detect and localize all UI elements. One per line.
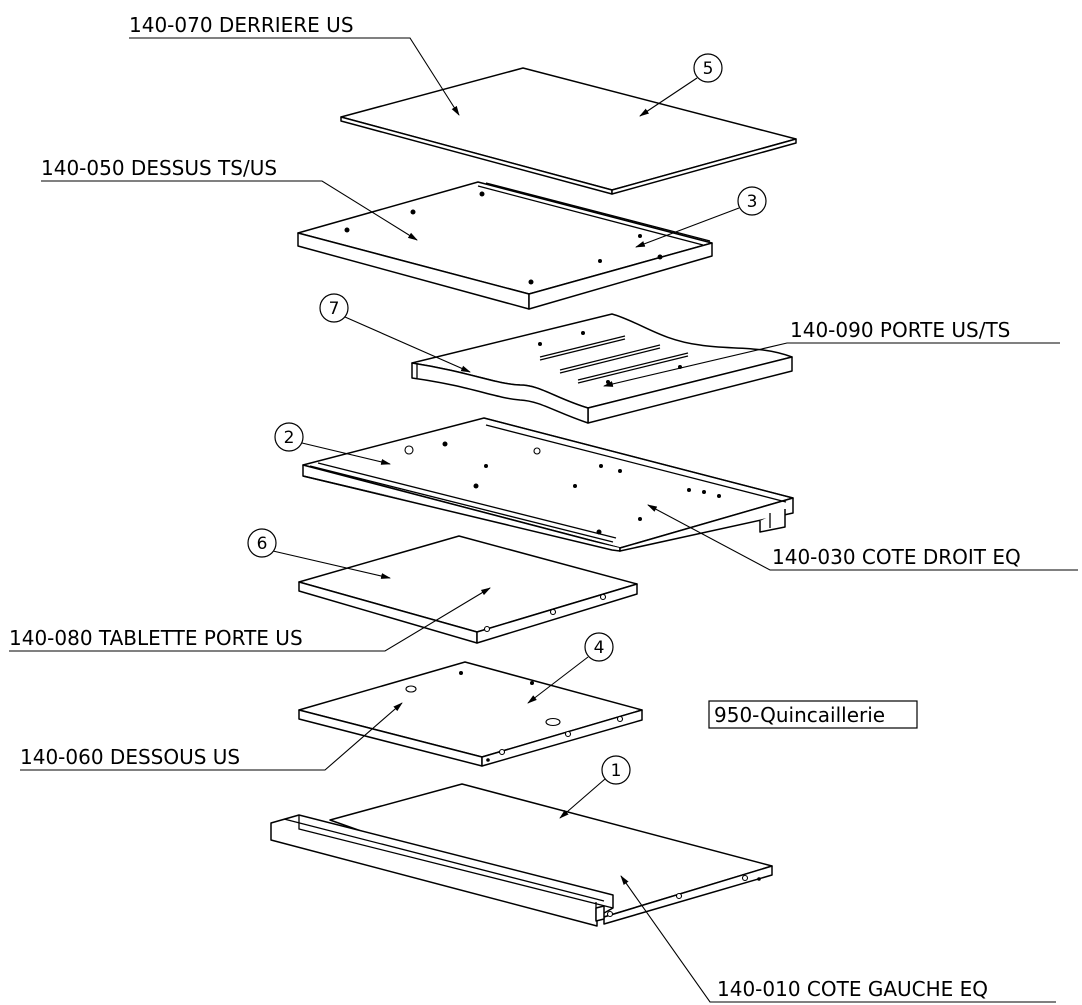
balloon-2-number: 2 [284,428,295,448]
balloon-1-number: 1 [611,761,622,781]
hardware-box: 950-Quincaillerie [708,700,918,729]
part-1-left-side [270,783,773,927]
part-6-door-shelf [298,535,638,644]
part-3-top-panel [297,181,713,310]
part-5-back-panel [340,67,797,195]
balloon-5-number: 5 [703,59,714,79]
balloon-4: 4 [527,632,614,704]
label-140-050: 140-050 DESSUS TS/US [41,156,418,241]
label-text-140-090: 140-090 PORTE US/TS [790,318,1010,342]
balloon-7-number: 7 [329,299,340,319]
balloon-6: 6 [247,528,391,579]
part-7-door-panel [411,313,793,424]
part-2-right-side [302,417,794,552]
balloon-2: 2 [274,422,391,465]
label-140-010: 140-010 COTE GAUCHE EQ [620,875,1056,1003]
label-140-080: 140-080 TABLETTE PORTE US [9,587,491,652]
label-text-140-030: 140-030 COTE DROIT EQ [772,545,1021,569]
label-140-060: 140-060 DESSOUS US [20,702,403,771]
label-text-140-080: 140-080 TABLETTE PORTE US [9,626,303,650]
label-140-090: 140-090 PORTE US/TS [603,318,1060,387]
balloon-3-number: 3 [747,192,758,212]
balloon-4-number: 4 [594,638,605,658]
label-140-070: 140-070 DERRIERE US [129,13,460,116]
label-text-140-050: 140-050 DESSUS TS/US [41,156,277,180]
label-text-140-010: 140-010 COTE GAUCHE EQ [717,977,988,1001]
label-text-140-060: 140-060 DESSOUS US [20,745,240,769]
label-text-140-070: 140-070 DERRIERE US [129,13,354,37]
balloon-3: 3 [635,186,767,248]
balloon-7: 7 [319,293,471,373]
part-4-bottom-panel [298,661,643,767]
balloon-6-number: 6 [257,534,268,554]
balloon-1: 1 [559,755,631,819]
balloon-5: 5 [639,53,723,117]
label-140-030: 140-030 COTE DROIT EQ [647,504,1078,571]
hardware-label: 950-Quincaillerie [714,703,885,727]
